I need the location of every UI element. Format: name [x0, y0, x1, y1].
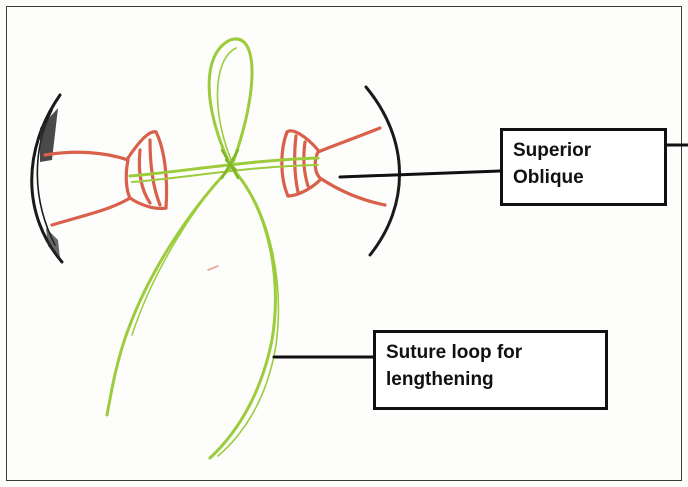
label-superior-oblique: Superior Oblique	[500, 128, 667, 206]
label-superior-oblique-line2: Oblique	[513, 164, 654, 191]
left-arc-shading-lower	[46, 228, 60, 258]
right-globe-arc	[366, 87, 400, 255]
label-suture-loop: Suture loop for lengthening	[373, 330, 608, 410]
suture	[107, 39, 318, 458]
label-suture-loop-line2: lengthening	[386, 366, 595, 393]
label-suture-loop-line1: Suture loop for	[386, 339, 595, 366]
muscle-left	[45, 132, 167, 225]
leader-superior-oblique	[340, 171, 500, 177]
stray-marks	[208, 266, 218, 270]
label-superior-oblique-line1: Superior	[513, 137, 654, 164]
globe-outlines	[32, 87, 400, 262]
